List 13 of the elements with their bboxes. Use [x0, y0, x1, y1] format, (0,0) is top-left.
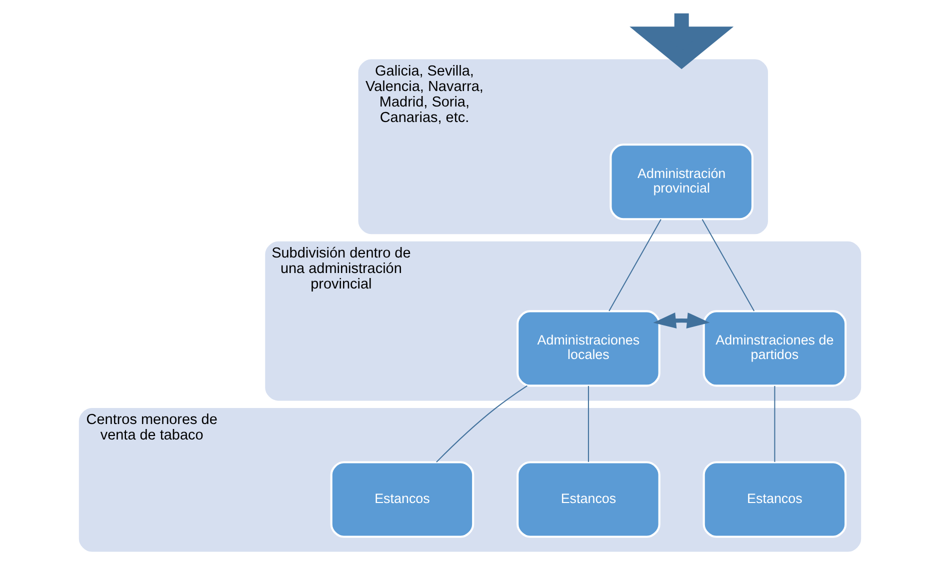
connector [701, 219, 754, 312]
node-box: Administración provincial [609, 144, 753, 220]
node-box: Administraciones locales [516, 310, 660, 387]
connector [587, 386, 588, 462]
node-box: Estancos [516, 461, 660, 538]
node-box: Adminstraciones de partidos [702, 310, 846, 387]
node-box: Estancos [702, 461, 846, 538]
arrow [652, 312, 710, 328]
connector [774, 386, 775, 462]
connector [436, 385, 527, 462]
arrow [629, 13, 734, 70]
node-box: Estancos [330, 461, 474, 538]
connector [608, 219, 661, 312]
